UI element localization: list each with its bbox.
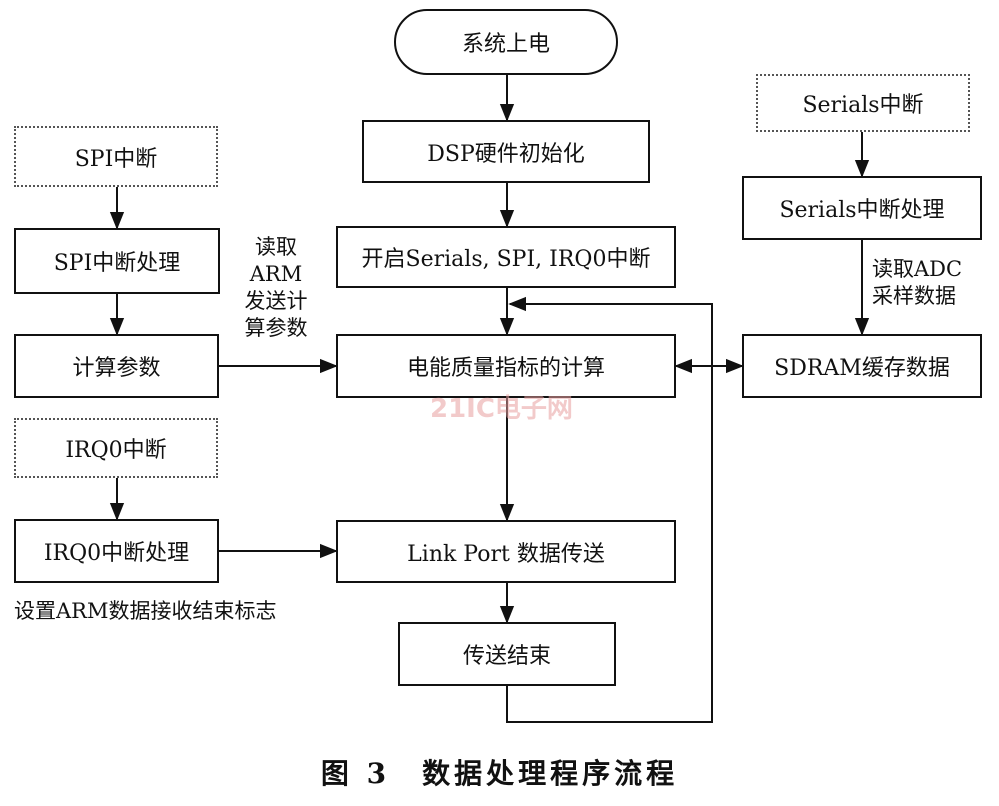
node-serials-handler: Serials中断处理 bbox=[742, 176, 982, 240]
node-spi-interrupt-text: SPI中断 bbox=[74, 146, 158, 172]
label-read-adc-line1: 读取ADC bbox=[872, 257, 963, 281]
node-enable-interrupts-text: 开启Serials, SPI, IRQ0中断 bbox=[361, 247, 651, 272]
loop-back-line bbox=[506, 296, 713, 723]
node-spi-interrupt: SPI中断 bbox=[14, 126, 218, 187]
node-sdram-buffer: SDRAM缓存数据 bbox=[742, 334, 982, 398]
node-irq0-handler-text: IRQ0中断处理 bbox=[43, 541, 190, 566]
label-read-arm-line4: 算参数 bbox=[244, 316, 308, 340]
label-irq0-note-text: 设置ARM数据接收结束标志 bbox=[14, 599, 277, 623]
node-irq0-interrupt-text: IRQ0中断 bbox=[65, 438, 167, 463]
label-read-adc-line2: 采样数据 bbox=[872, 284, 956, 308]
node-transfer-end: 传送结束 bbox=[398, 622, 616, 686]
node-calc-params-text: 计算参数 bbox=[72, 356, 161, 381]
node-calc-params: 计算参数 bbox=[14, 334, 219, 398]
node-dsp-init-text: DSP硬件初始化 bbox=[427, 141, 585, 167]
node-power-quality-calc: 电能质量指标的计算 bbox=[336, 334, 676, 398]
figure-caption: 图 3 数据处理程序流程 bbox=[0, 752, 999, 792]
node-power-on-text: 系统上电 bbox=[461, 32, 550, 57]
node-irq0-interrupt: IRQ0中断 bbox=[14, 418, 218, 478]
label-read-adc: 读取ADC 采样数据 bbox=[872, 256, 992, 310]
node-transfer-end-text: 传送结束 bbox=[462, 644, 551, 669]
node-link-port-transfer-text: Link Port 数据传送 bbox=[407, 541, 605, 567]
figure-caption-text: 图 3 数据处理程序流程 bbox=[320, 757, 679, 790]
node-power-on: 系统上电 bbox=[394, 9, 618, 75]
label-irq0-note: 设置ARM数据接收结束标志 bbox=[14, 598, 276, 625]
label-read-arm-line2: ARM bbox=[249, 262, 303, 286]
node-dsp-init: DSP硬件初始化 bbox=[362, 120, 650, 183]
label-read-arm-line3: 发送计 bbox=[244, 289, 308, 313]
node-power-quality-calc-text: 电能质量指标的计算 bbox=[406, 356, 605, 381]
node-spi-handler: SPI中断处理 bbox=[14, 228, 220, 294]
node-link-port-transfer: Link Port 数据传送 bbox=[336, 520, 676, 583]
label-read-arm-params: 读取 ARM 发送计 算参数 bbox=[226, 234, 326, 342]
node-serials-interrupt-text: Serials中断 bbox=[802, 93, 924, 118]
node-enable-interrupts: 开启Serials, SPI, IRQ0中断 bbox=[336, 226, 676, 288]
node-sdram-buffer-text: SDRAM缓存数据 bbox=[774, 356, 950, 381]
watermark: 21IC电子网 bbox=[430, 388, 573, 425]
node-serials-interrupt: Serials中断 bbox=[756, 74, 970, 132]
label-read-arm-line1: 读取 bbox=[255, 235, 297, 259]
watermark-text: 21IC电子网 bbox=[430, 394, 573, 424]
node-serials-handler-text: Serials中断处理 bbox=[779, 198, 945, 223]
node-irq0-handler: IRQ0中断处理 bbox=[14, 519, 219, 583]
node-spi-handler-text: SPI中断处理 bbox=[53, 251, 181, 276]
